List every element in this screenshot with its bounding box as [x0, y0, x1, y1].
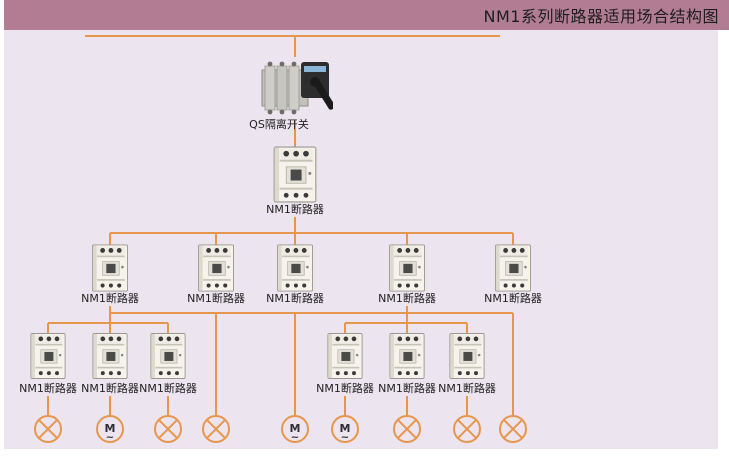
breaker-label: NM1断路器	[378, 382, 436, 395]
title-bar: NM1系列断路器适用场合结构图	[4, 0, 729, 30]
breaker-photo	[388, 244, 426, 292]
breaker-photo	[30, 332, 66, 380]
breaker-photo	[327, 332, 363, 380]
breaker-photo	[389, 332, 425, 380]
breaker-label: NM1断路器	[378, 292, 436, 305]
qs-switch-label: QS隔离开关	[249, 118, 309, 131]
breaker-photo	[92, 332, 128, 380]
breaker-photo	[273, 146, 317, 203]
breaker-photo	[449, 332, 485, 380]
breaker-photo	[91, 244, 129, 292]
breaker-photo	[276, 244, 314, 292]
breaker-label: NM1断路器	[438, 382, 496, 395]
breaker-label: NM1断路器	[266, 292, 324, 305]
breaker-label: NM1断路器	[139, 382, 197, 395]
breaker-label: NM1断路器	[81, 382, 139, 395]
breaker-label: NM1断路器	[187, 292, 245, 305]
breaker-label: NM1断路器	[19, 382, 77, 395]
breaker-photo	[494, 244, 532, 292]
breaker-photo	[150, 332, 186, 380]
breaker-label: NM1断路器	[266, 203, 324, 216]
breaker-label: NM1断路器	[81, 292, 139, 305]
breaker-label: NM1断路器	[316, 382, 374, 395]
breaker-label: NM1断路器	[484, 292, 542, 305]
qs-isolation-switch-photo	[261, 56, 333, 120]
page-title: NM1系列断路器适用场合结构图	[483, 7, 719, 26]
breaker-photo	[197, 244, 235, 292]
